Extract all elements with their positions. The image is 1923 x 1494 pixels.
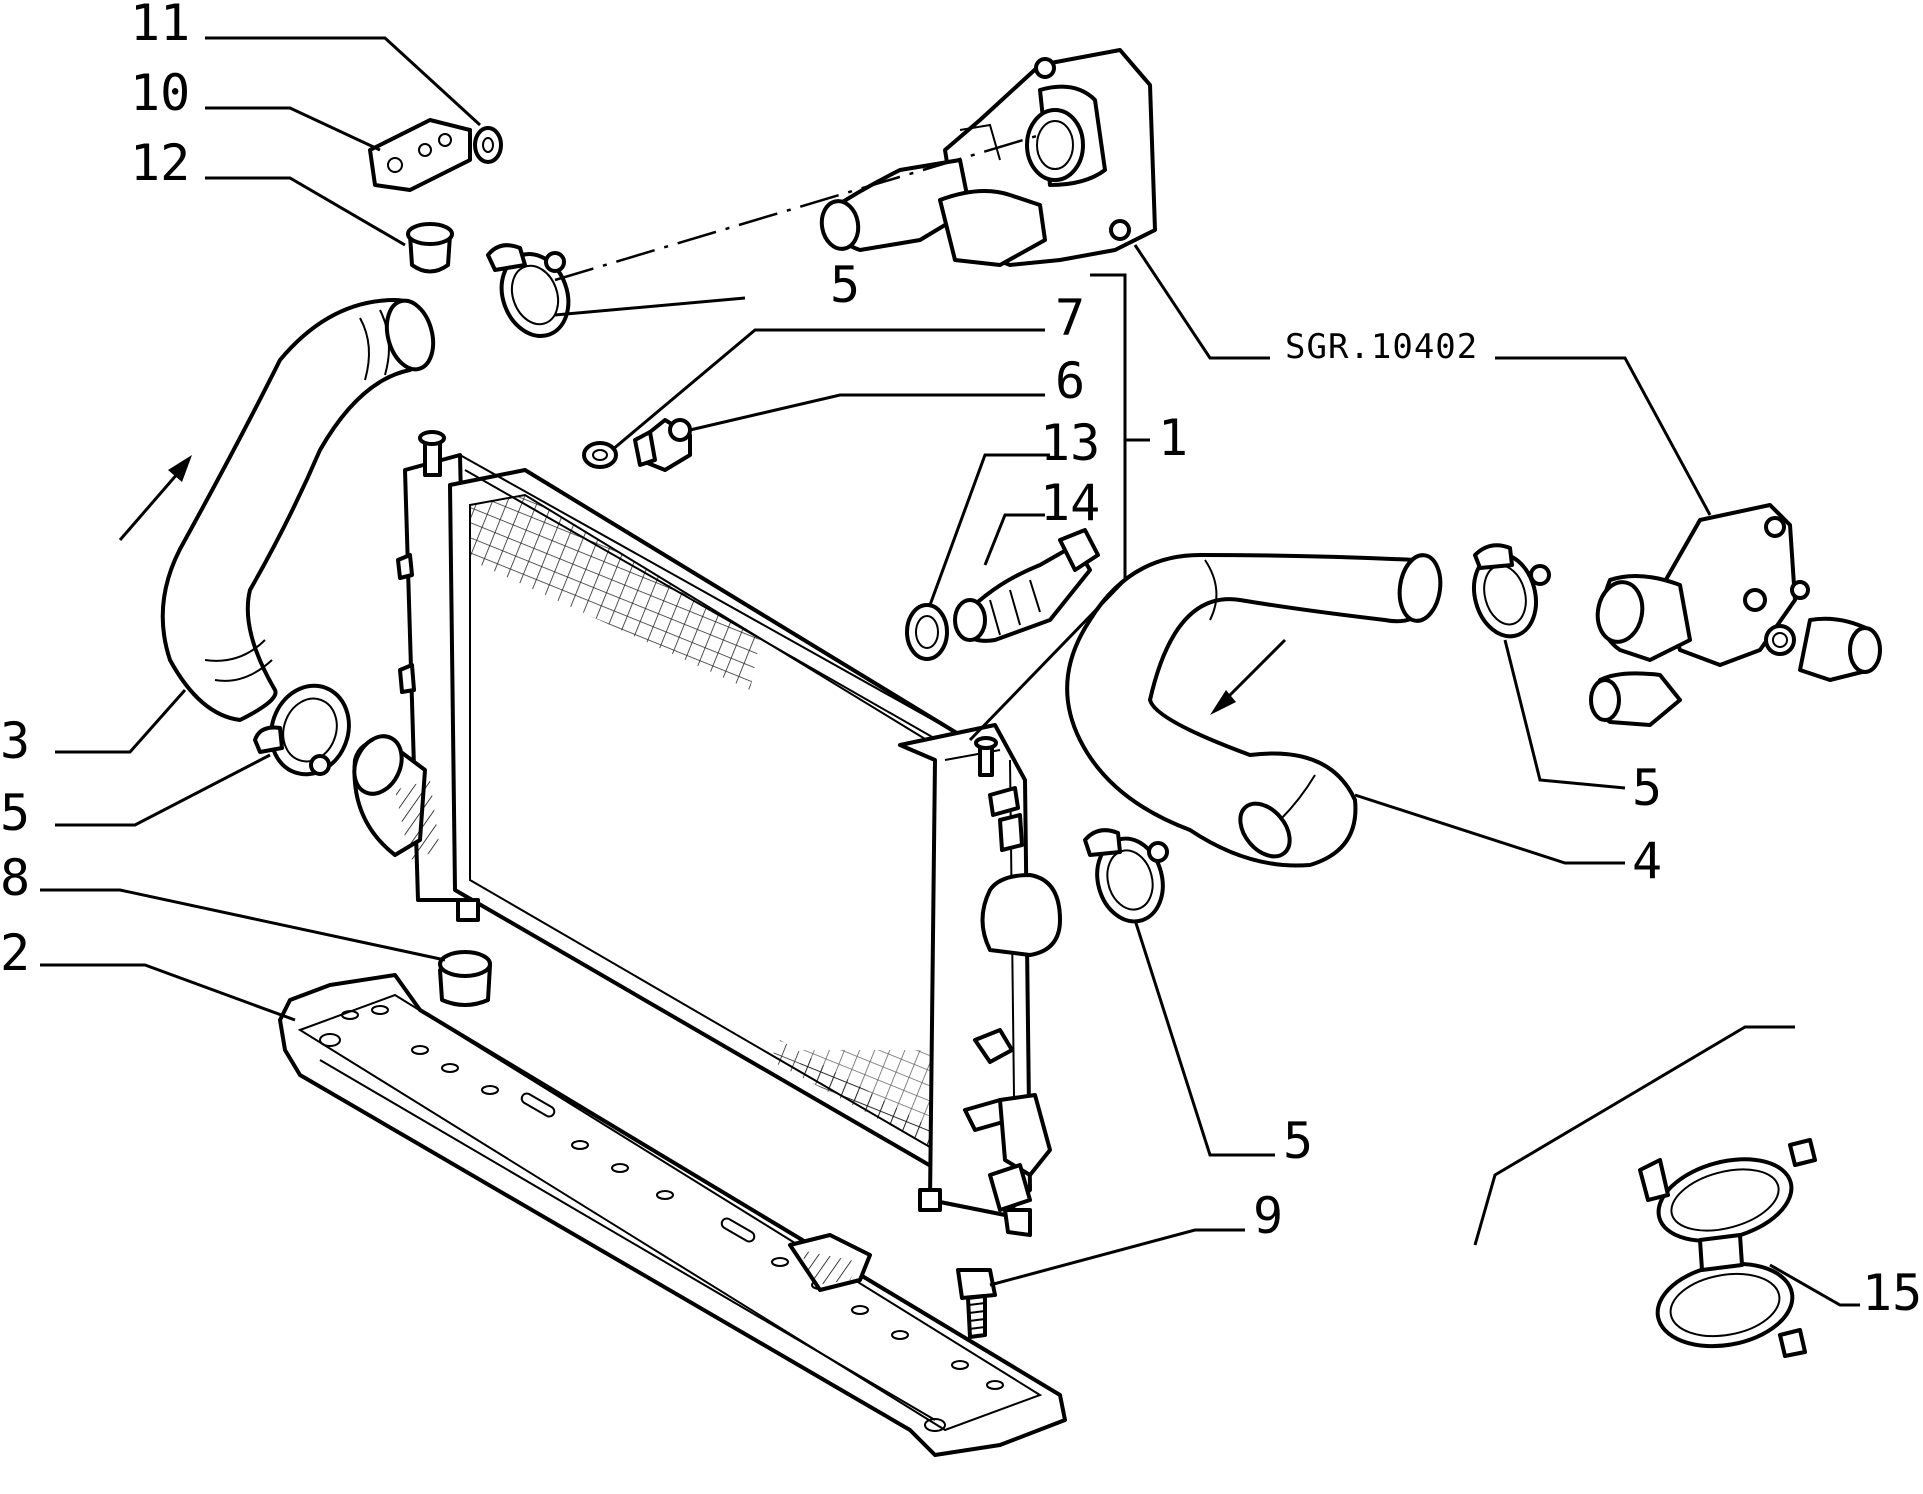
rubber-mount-top [406,222,454,274]
flow-arrow-up [118,455,192,541]
callout-13: 13 [1040,414,1100,472]
callout-15: 15 [1862,1264,1922,1322]
radiator [352,430,1062,1237]
callout-10: 10 [130,64,190,122]
callout-14: 14 [1040,474,1100,532]
callout-2: 2 [0,924,30,982]
callout-5-right-lower: 5 [1283,1112,1313,1170]
callout-9: 9 [1253,1187,1283,1245]
rubber-mount-bottom [438,950,492,1007]
flow-arrow-down [1210,638,1287,715]
hose-double-clip [1638,1138,1817,1358]
bracket-washer [473,126,503,164]
callout-8: 8 [0,849,30,907]
reference-code: SGR.10402 [1285,327,1478,367]
upper-hose [160,298,436,722]
assembly-axis-line [554,133,1041,282]
bolt [956,1268,997,1339]
mounting-bracket [368,118,472,192]
callout-4: 4 [1632,832,1662,890]
hose-clamp-right-upper [1472,543,1551,639]
callout-7: 7 [1055,289,1085,347]
callout-5-left: 5 [0,784,30,842]
thermostat-housing-top [819,48,1157,267]
callout-12: 12 [130,134,190,192]
crossmember-slots [319,1005,1004,1432]
callout-labels: 11 10 12 5 7 6 1 13 14 SGR.10402 3 5 8 2… [0,0,1922,1322]
hose-clamp-right-lower [1083,828,1169,924]
lower-hose [1065,553,1443,868]
thermostat-housing-right [1589,503,1882,727]
thermostat [953,528,1100,643]
hose-clamp-top [486,243,571,338]
callout-1: 1 [1158,409,1188,467]
hose-clamp-left [253,683,351,777]
temperature-sensor [633,418,692,472]
leader-lines [40,36,1860,1307]
thermostat-o-ring [905,603,949,661]
sensor-washer [582,441,618,469]
callout-5-right-upper: 5 [1632,759,1662,817]
mounting-crossmember [278,973,1067,1457]
callout-5-top: 5 [830,256,860,314]
callout-6: 6 [1055,352,1085,410]
callout-3: 3 [0,712,30,770]
callout-11: 11 [130,0,190,52]
